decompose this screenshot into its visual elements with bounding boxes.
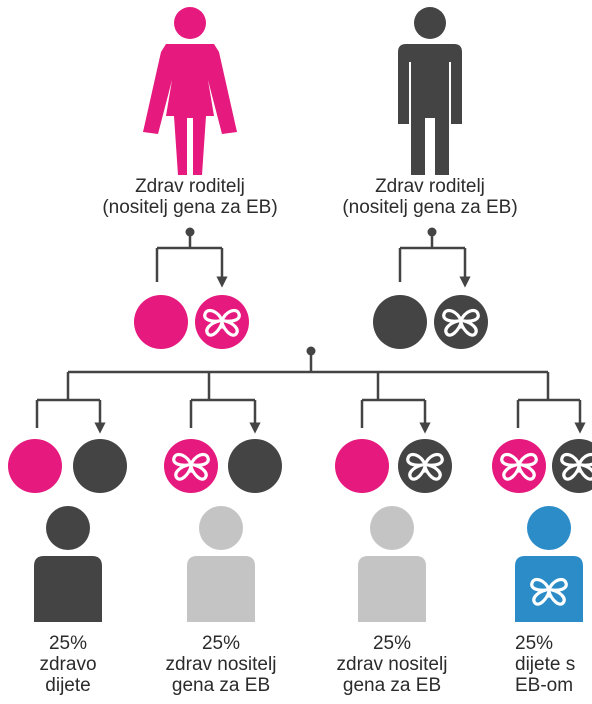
child3-line2: gena za EB bbox=[342, 675, 442, 696]
child4-line1: dijete s bbox=[515, 654, 576, 675]
father-label-line1: Zdrav roditelj bbox=[375, 176, 485, 197]
child4-line2: EB-om bbox=[515, 675, 574, 696]
offspring-tree-connector bbox=[35, 346, 580, 429]
child2-label: 25% zdrav nositelj gena za EB bbox=[151, 633, 291, 696]
child3-label: 25% zdrav nositelj gena za EB bbox=[322, 633, 462, 696]
child3-eb-gene-icon bbox=[398, 439, 452, 493]
affected-child-figure-icon bbox=[515, 506, 583, 622]
father-label-line2: (nositelj gena za EB) bbox=[342, 197, 518, 218]
male-figure-icon bbox=[398, 7, 462, 175]
carrier-child-figure-icon bbox=[358, 506, 426, 622]
father-eb-gene-icon bbox=[434, 295, 488, 349]
father-label: Zdrav roditelj (nositelj gena za EB) bbox=[340, 176, 520, 218]
child1-line2: dijete bbox=[45, 675, 91, 696]
mother-label-line1: Zdrav roditelj bbox=[135, 176, 245, 197]
child4-eb-gene-icon bbox=[552, 439, 592, 493]
mother-fork-connector bbox=[155, 227, 222, 283]
child4-percent: 25% bbox=[515, 633, 554, 654]
child1-normal-gene-icon bbox=[73, 439, 127, 493]
child2-percent: 25% bbox=[201, 633, 241, 654]
child1-normal-gene-icon bbox=[8, 439, 62, 493]
child1-line1: zdravo bbox=[39, 654, 97, 675]
mother-eb-gene-icon bbox=[195, 295, 249, 349]
mother-normal-gene-icon bbox=[134, 295, 188, 349]
child2-normal-gene-icon bbox=[228, 439, 282, 493]
child1-percent: 25% bbox=[48, 633, 88, 654]
father-normal-gene-icon bbox=[373, 295, 427, 349]
child4-eb-gene-icon bbox=[492, 439, 546, 493]
mother-label-line2: (nositelj gena za EB) bbox=[102, 197, 278, 218]
child1-label: 25% zdravo dijete bbox=[8, 633, 128, 696]
child3-percent: 25% bbox=[372, 633, 412, 654]
female-figure-icon bbox=[143, 7, 237, 175]
child3-normal-gene-icon bbox=[335, 439, 389, 493]
mother-label: Zdrav roditelj (nositelj gena za EB) bbox=[100, 176, 280, 218]
child2-line2: gena za EB bbox=[171, 675, 271, 696]
carrier-child-figure-icon bbox=[187, 506, 255, 622]
child2-line1: zdrav nositelj bbox=[165, 654, 277, 675]
father-fork-connector bbox=[398, 227, 465, 283]
healthy-child-figure-icon bbox=[34, 506, 102, 622]
child2-eb-gene-icon bbox=[164, 439, 218, 493]
child4-label: 25% dijete s EB-om bbox=[500, 633, 592, 696]
child3-line1: zdrav nositelj bbox=[336, 654, 448, 675]
